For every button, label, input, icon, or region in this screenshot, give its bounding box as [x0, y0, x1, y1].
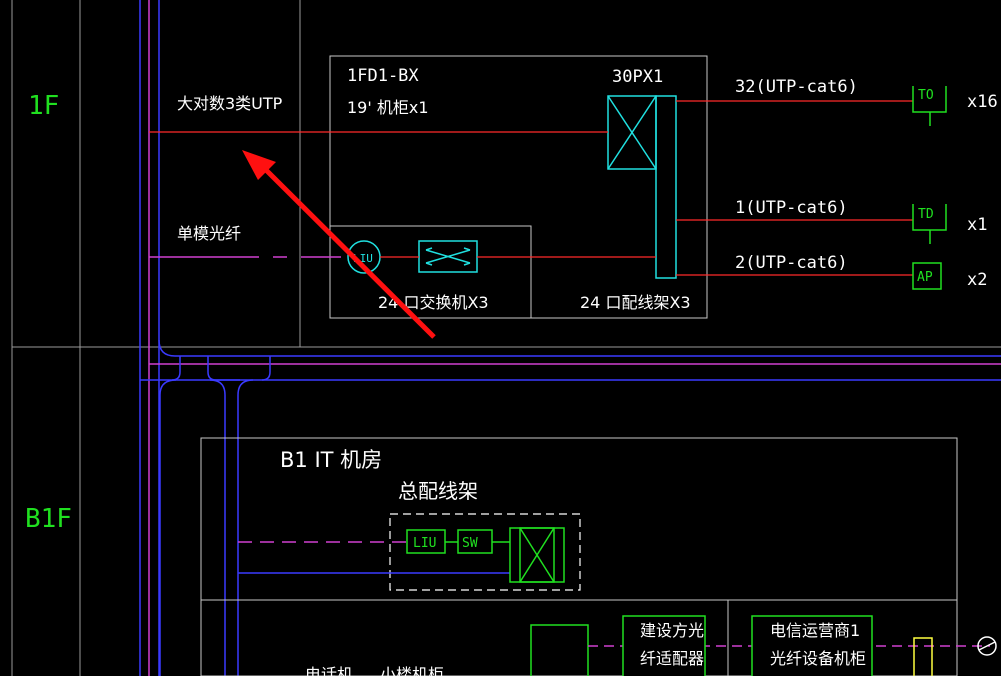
floor-label-b1f: B1F [25, 504, 72, 534]
qty-to: x16 [967, 92, 998, 112]
bottom-left-text-1: 电话机 [305, 665, 353, 676]
outlet-td-icon [912, 204, 947, 244]
builder-adapter-label: 建设方光 纤适配器 [640, 621, 709, 668]
patch-top-label: 30PX1 [612, 67, 663, 87]
outlet-to-icon [912, 86, 947, 126]
patch-caption: 24 口配线架X3 [580, 293, 691, 312]
link-label-1: 1(UTP-cat6) [735, 198, 848, 218]
qty-ap: x2 [967, 270, 987, 290]
annotation-arrow [242, 150, 436, 339]
outlet-ap-label: AP [917, 270, 933, 285]
switch-bay [329, 225, 532, 319]
utp-backbone-label: 大对数3类UTP [177, 94, 283, 113]
qty-td: x1 [967, 215, 987, 235]
cabinet-name: 1FD1-BX [347, 66, 419, 86]
builder-adapter-box [622, 615, 706, 676]
main-frame-title: 总配线架 [398, 479, 478, 503]
exit-circle-icon [977, 636, 997, 656]
outlet-links [676, 100, 913, 276]
link-label-2: 2(UTP-cat6) [735, 253, 848, 273]
outlet-to-label: TO [918, 88, 934, 103]
link-label-0: 32(UTP-cat6) [735, 77, 858, 97]
b1-liu-label: LIU [413, 536, 436, 551]
bottom-left-box [530, 624, 589, 676]
cable-tray [140, 339, 1001, 676]
floor-label-1f: 1F [28, 91, 59, 121]
vertical-risers [139, 0, 160, 676]
b1-room-title: B1 IT 机房 [280, 448, 382, 472]
telecom-cabinet-label: 电信运营商1 光纤设备机柜 [770, 621, 866, 668]
b1-patch-symbol [509, 527, 565, 583]
floor-grid [11, 0, 1001, 676]
switch-symbol [418, 240, 478, 273]
main-frame-box [389, 513, 581, 591]
patch-panel-symbol [607, 95, 677, 279]
fiber-label: 单模光纤 [177, 224, 241, 243]
outlet-ap-icon [912, 262, 942, 290]
yellow-box [913, 637, 933, 676]
bottom-left-text-2: 小楼机柜 [380, 665, 444, 676]
outlet-td-label: TD [918, 207, 934, 222]
cabinet-spec: 19' 机柜x1 [347, 98, 429, 117]
b1-sw-label: SW [462, 536, 478, 551]
telecom-cabinet-box [751, 615, 873, 676]
b1-room-frame [200, 437, 958, 676]
